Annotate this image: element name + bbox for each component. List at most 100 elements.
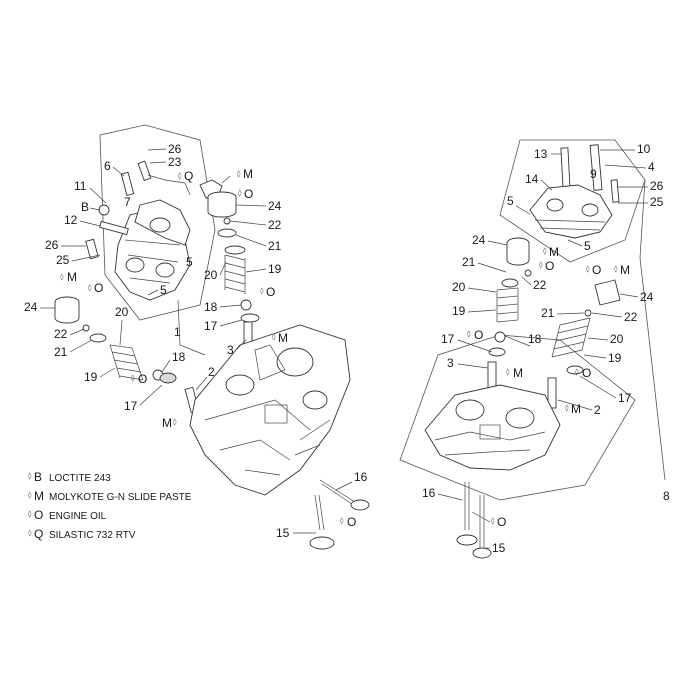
svg-text:O: O — [34, 508, 43, 522]
callout-M: M — [513, 366, 523, 380]
lubricant-legend: ◊ B LOCTITE 243 ◊ M MOLYKOTE G-N SLIDE P… — [28, 470, 192, 541]
callout-5: 5 — [160, 283, 167, 297]
legend-row-m: ◊ M MOLYKOTE G-N SLIDE PASTE — [28, 489, 192, 503]
callout-22: 22 — [533, 278, 547, 292]
left-bolt-26 — [85, 238, 99, 260]
svg-text:◊: ◊ — [28, 491, 32, 499]
svg-text:◊: ◊ — [173, 418, 177, 426]
svg-text:◊: ◊ — [539, 261, 543, 269]
left-tappet-lower — [54, 296, 80, 324]
callout-16: 16 — [354, 470, 368, 484]
svg-text:◊: ◊ — [586, 265, 590, 273]
callout-3: 3 — [227, 343, 234, 357]
right-cylinder-head — [424, 384, 561, 471]
callout-9: 9 — [590, 167, 597, 181]
callout-3: 3 — [447, 356, 454, 370]
svg-text:MOLYKOTE G-N SLIDE PASTE: MOLYKOTE G-N SLIDE PASTE — [49, 492, 192, 503]
callout-2: 2 — [594, 403, 601, 417]
callout-19: 19 — [452, 304, 466, 318]
callout-O: O — [347, 515, 356, 529]
svg-text:◊: ◊ — [260, 287, 264, 295]
left-cylinder-head-assembly — [54, 124, 370, 550]
right-valve-16 — [456, 482, 478, 546]
svg-text:SILASTIC 732 RTV: SILASTIC 732 RTV — [49, 530, 136, 541]
svg-text:◊: ◊ — [88, 284, 92, 292]
svg-text:◊: ◊ — [178, 172, 182, 180]
callout-18: 18 — [172, 350, 186, 364]
callout-12: 12 — [64, 213, 78, 227]
callout-M: M — [571, 402, 581, 416]
callout-16: 16 — [422, 486, 436, 500]
callout-15: 15 — [276, 526, 290, 540]
callout-25: 25 — [56, 253, 70, 267]
left-cylinder-head — [189, 324, 351, 496]
callout-26: 26 — [45, 238, 59, 252]
callout-17: 17 — [204, 319, 218, 333]
callout-24: 24 — [640, 290, 654, 304]
right-rocker-assembly — [529, 184, 613, 239]
right-rocker-frame — [499, 139, 646, 263]
callout-17: 17 — [441, 332, 455, 346]
left-spring-lower — [109, 344, 144, 381]
callout-19: 19 — [84, 370, 98, 384]
svg-text:◊: ◊ — [272, 333, 276, 341]
right-tappet-upper — [506, 237, 530, 266]
callout-18: 18 — [204, 300, 218, 314]
left-rocker-assembly — [114, 199, 191, 301]
callout-17: 17 — [618, 391, 632, 405]
callout-M: M — [620, 263, 630, 277]
callout-Q: Q — [184, 169, 193, 183]
callout-13: 13 — [534, 147, 548, 161]
svg-text:◊: ◊ — [238, 189, 242, 197]
right-valve-15 — [472, 495, 492, 559]
right-bolt-13 — [560, 147, 571, 191]
callout-21: 21 — [462, 255, 476, 269]
callout-5: 5 — [584, 239, 591, 253]
right-spring-right — [551, 317, 591, 358]
callout-O: O — [582, 366, 591, 380]
callout-20: 20 — [610, 332, 624, 346]
callout-19: 19 — [268, 262, 282, 276]
callout-7: 7 — [124, 195, 131, 209]
left-spring-upper — [224, 245, 246, 294]
callout-23: 23 — [168, 155, 182, 169]
callout-5: 5 — [186, 255, 193, 269]
svg-text:◊: ◊ — [506, 368, 510, 376]
right-spring-left — [496, 287, 519, 323]
svg-text:Q: Q — [34, 527, 43, 541]
svg-text:◊: ◊ — [28, 472, 32, 480]
callout-O: O — [138, 372, 147, 386]
callout-26: 26 — [650, 179, 664, 193]
right-cylinder-head-assembly — [399, 139, 666, 559]
callout-M: M — [67, 270, 77, 284]
callout-14: 14 — [525, 172, 539, 186]
svg-text:M: M — [34, 489, 44, 503]
svg-text:◊: ◊ — [131, 374, 135, 382]
callout-11: 11 — [74, 179, 87, 193]
svg-text:◊: ◊ — [60, 273, 64, 281]
callout-2: 2 — [208, 365, 215, 379]
svg-text:◊: ◊ — [237, 170, 241, 178]
callout-24: 24 — [24, 300, 38, 314]
svg-text:◊: ◊ — [614, 265, 618, 273]
callout-O: O — [94, 281, 103, 295]
callout-8: 8 — [663, 489, 670, 503]
callout-20: 20 — [452, 280, 466, 294]
left-rocker-frame — [99, 124, 216, 321]
legend-row-o: ◊ O ENGINE OIL — [28, 508, 107, 522]
callout-22: 22 — [268, 218, 282, 232]
callout-O: O — [545, 259, 554, 273]
svg-text:◊: ◊ — [491, 517, 495, 525]
right-tappet-lower — [594, 279, 621, 306]
callout-20: 20 — [115, 305, 129, 319]
callout-labels: 26 23 6 ◊ Q 7 ◊ M 11 B ◊ O 24 22 12 21 2… — [24, 142, 670, 555]
left-bolt-12 — [99, 220, 129, 236]
callout-O: O — [474, 328, 483, 342]
callout-O: O — [592, 263, 601, 277]
callout-15: 15 — [492, 541, 506, 555]
callout-B: B — [81, 200, 89, 214]
callout-22: 22 — [54, 327, 68, 341]
callout-6: 6 — [104, 159, 111, 173]
svg-text:LOCTITE 243: LOCTITE 243 — [49, 473, 111, 484]
